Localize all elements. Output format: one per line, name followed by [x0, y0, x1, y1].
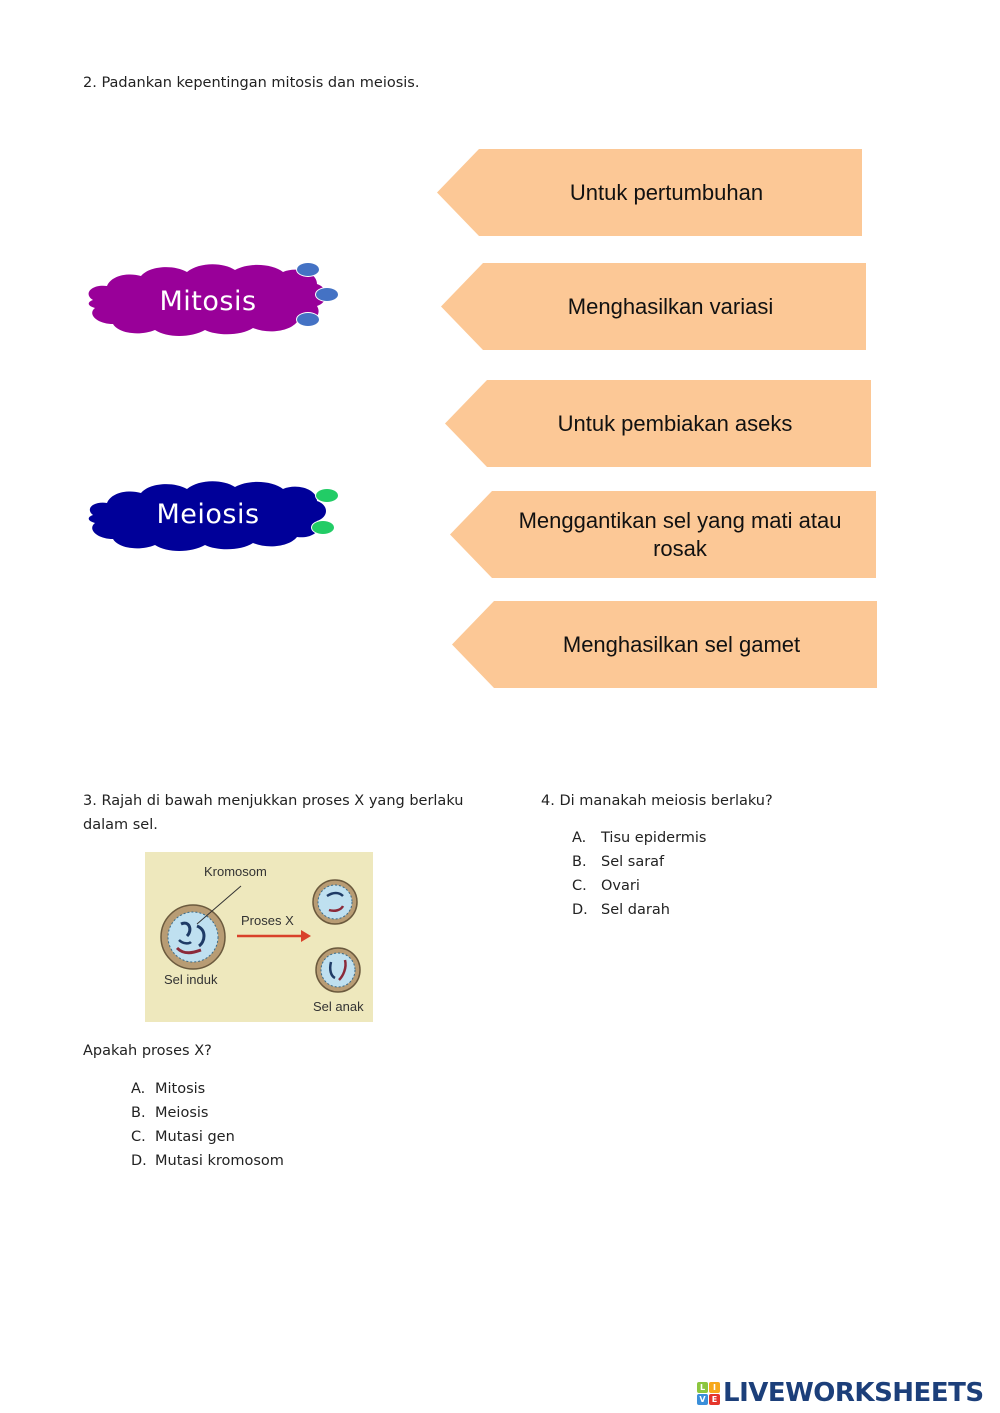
daughter-cell-1 [312, 879, 358, 925]
match-card-menghasilkan-variasi[interactable]: Menghasilkan variasi [441, 263, 866, 350]
live-logo-icon: L I V E [697, 1381, 720, 1405]
mitosis-label: Mitosis [159, 286, 257, 317]
cloud-shape [88, 481, 327, 551]
cloud-shape [88, 264, 326, 336]
meiosis-label: Meiosis [156, 499, 260, 530]
option-letter: D. [572, 902, 588, 918]
option-letter: B. [131, 1105, 146, 1121]
option-letter: D. [131, 1153, 147, 1169]
cell-division-diagram: Kromosom Proses X Sel induk Sel anak [145, 852, 373, 1022]
option-text: Meiosis [155, 1105, 209, 1121]
label-sel-induk: Sel induk [164, 972, 218, 987]
option-d[interactable]: D. Mutasi kromosom [131, 1149, 284, 1173]
logo-letter-e: E [709, 1393, 720, 1405]
option-a[interactable]: A. Mitosis [131, 1077, 284, 1101]
question-3-options: A. Mitosis B. Meiosis C. Mutasi gen D. Mutas… [131, 1077, 284, 1173]
option-text: Mitosis [155, 1081, 206, 1097]
label-kromosom: Kromosom [204, 864, 267, 879]
option-c[interactable]: C. Mutasi gen [131, 1125, 284, 1149]
match-card-menghasilkan-sel-gamet[interactable]: Menghasilkan sel gamet [452, 601, 877, 688]
logo-letter-v: V [697, 1393, 708, 1405]
question-2-title: 2. Padankan kepentingan mitosis dan meio… [83, 75, 420, 91]
option-b[interactable]: B. Meiosis [131, 1101, 284, 1125]
match-card-label: Menghasilkan sel gamet [562, 631, 801, 657]
mitosis-connector-dot-3[interactable] [296, 312, 320, 327]
meiosis-connector-dot-2[interactable] [311, 520, 335, 535]
daughter-cell-2 [315, 947, 361, 993]
option-text: Ovari [601, 878, 640, 894]
match-card-label: Untuk pembiakan aseks [557, 410, 793, 436]
match-card-untuk-pembiakan-aseks[interactable]: Untuk pembiakan aseks [445, 380, 871, 467]
label-sel-anak: Sel anak [313, 999, 364, 1014]
logo-text: LIVEWORKSHEETS [723, 1378, 984, 1408]
option-letter: A. [131, 1081, 146, 1097]
parent-cell [160, 904, 226, 970]
option-letter: C. [572, 878, 587, 894]
option-letter: C. [131, 1129, 146, 1145]
logo-letter-l: L [697, 1381, 708, 1393]
question-4-title: 4. Di manakah meiosis berlaku? [541, 793, 773, 809]
match-card-label: Menghasilkan variasi [567, 293, 774, 319]
option-text: Mutasi kromosom [155, 1153, 284, 1169]
liveworksheets-logo: L I V E LIVEWORKSHEETS [697, 1378, 984, 1408]
option-text: Sel saraf [601, 854, 665, 870]
option-text: Tisu epidermis [601, 830, 707, 846]
option-b[interactable]: B. Sel saraf [572, 850, 707, 874]
match-card-label: Untuk pertumbuhan [569, 179, 764, 205]
option-c[interactable]: C. Ovari [572, 874, 707, 898]
question-4-options: A. Tisu epidermis B. Sel saraf C. Ovari D. S… [572, 826, 707, 922]
meiosis-label-cloud: Meiosis [83, 477, 348, 557]
mitosis-label-cloud: Mitosis [83, 258, 348, 338]
match-card-menggantikan-sel[interactable]: Menggantikan sel yang mati atau rosak [450, 491, 876, 578]
logo-letter-i: I [709, 1381, 720, 1393]
meiosis-connector-dot-1[interactable] [315, 488, 339, 503]
option-a[interactable]: A. Tisu epidermis [572, 826, 707, 850]
match-card-untuk-pertumbuhan[interactable]: Untuk pertumbuhan [437, 149, 862, 236]
option-text: Sel darah [601, 902, 670, 918]
option-text: Mutasi gen [155, 1129, 235, 1145]
label-proses-x: Proses X [241, 913, 294, 928]
question-3-title: 3. Rajah di bawah menjukkan proses X yan… [83, 793, 464, 833]
option-letter: A. [572, 830, 587, 846]
cell-diagram-graphic [160, 879, 361, 993]
option-letter: B. [572, 854, 587, 870]
option-d[interactable]: D. Sel darah [572, 898, 707, 922]
match-card-label: Menggantikan sel yang mati atau rosak [518, 507, 842, 561]
mitosis-connector-dot-1[interactable] [296, 262, 320, 277]
question-3-prompt: Apakah proses X? [83, 1043, 212, 1059]
mitosis-connector-dot-2[interactable] [315, 287, 339, 302]
